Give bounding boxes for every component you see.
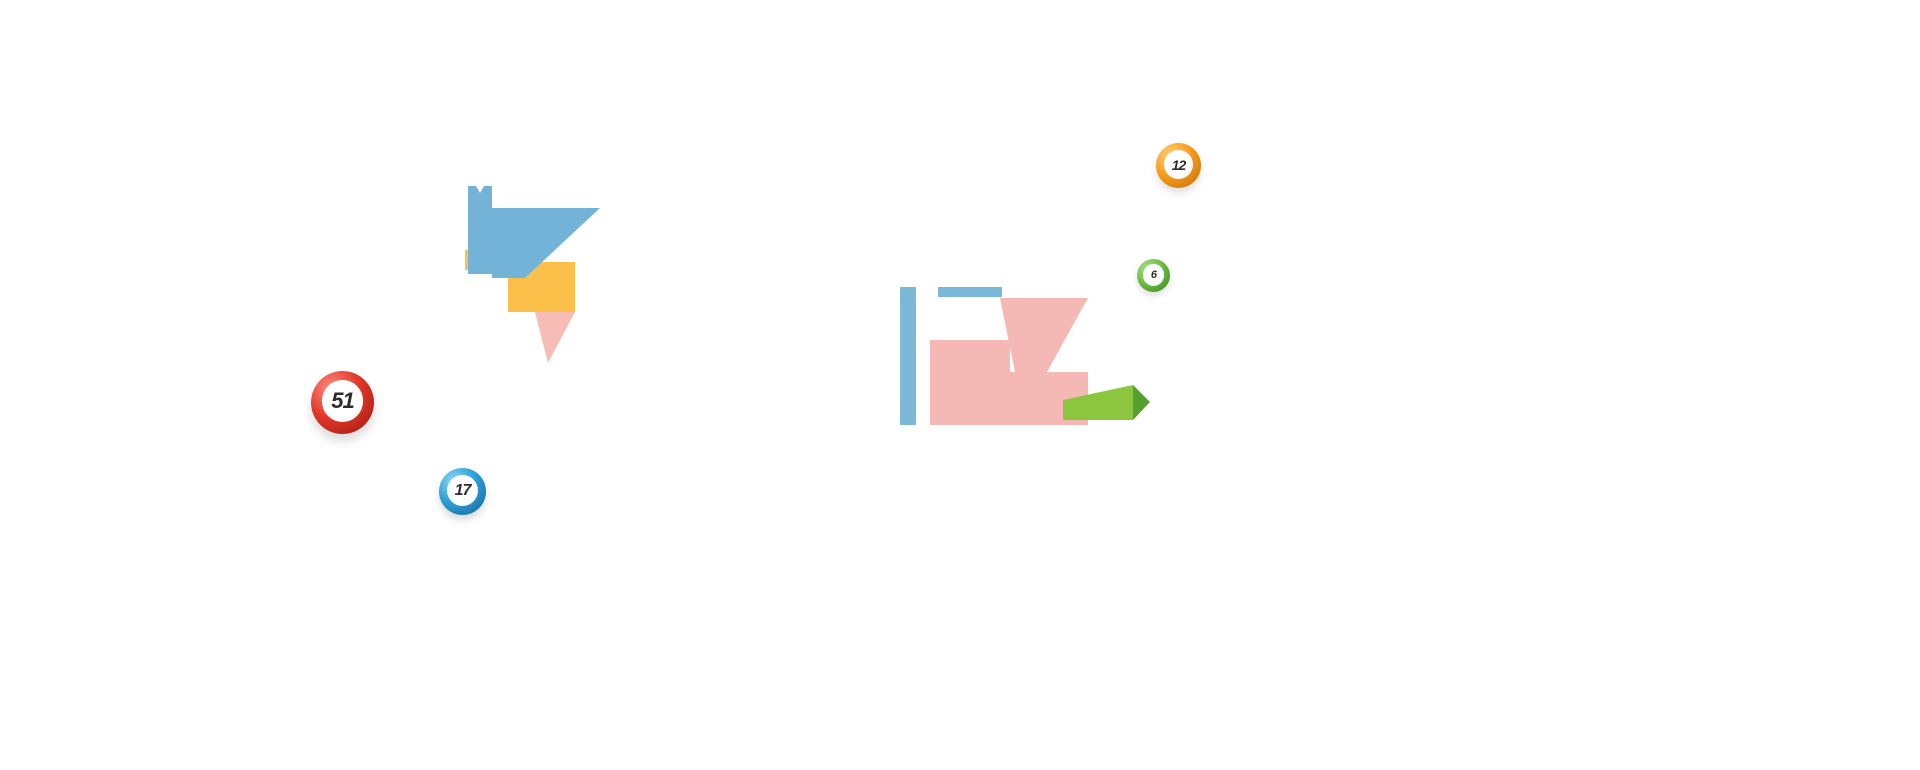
bingo-ball-blue: 17 [439, 468, 486, 515]
numeral-pink-base-shape [930, 372, 1088, 425]
green-pencil-tip-shape [1133, 385, 1150, 420]
numeral-pink-block-shape [930, 340, 1010, 372]
bird-blue-bar-shape [468, 186, 492, 274]
numeral-blue-bar-shape [900, 287, 916, 425]
bingo-ball-number: 51 [321, 380, 364, 423]
bird-blue-wing-shape [492, 208, 600, 278]
bingo-ball-number: 6 [1142, 263, 1165, 286]
bingo-ball-number: 12 [1163, 149, 1194, 180]
numeral-pink-diagonal-shape [1000, 298, 1088, 372]
stylized-numeral-graphic [900, 287, 1150, 425]
bird-pink-tail-shape [535, 312, 575, 363]
numeral-blue-dash-shape [938, 287, 1002, 297]
green-pencil-body-shape [1063, 385, 1133, 420]
origami-bird-graphic [465, 186, 600, 363]
bingo-ball-number: 17 [446, 475, 478, 507]
bingo-ball-green: 6 [1137, 259, 1170, 292]
bingo-ball-red: 51 [311, 371, 374, 434]
bingo-ball-orange: 12 [1156, 143, 1201, 188]
